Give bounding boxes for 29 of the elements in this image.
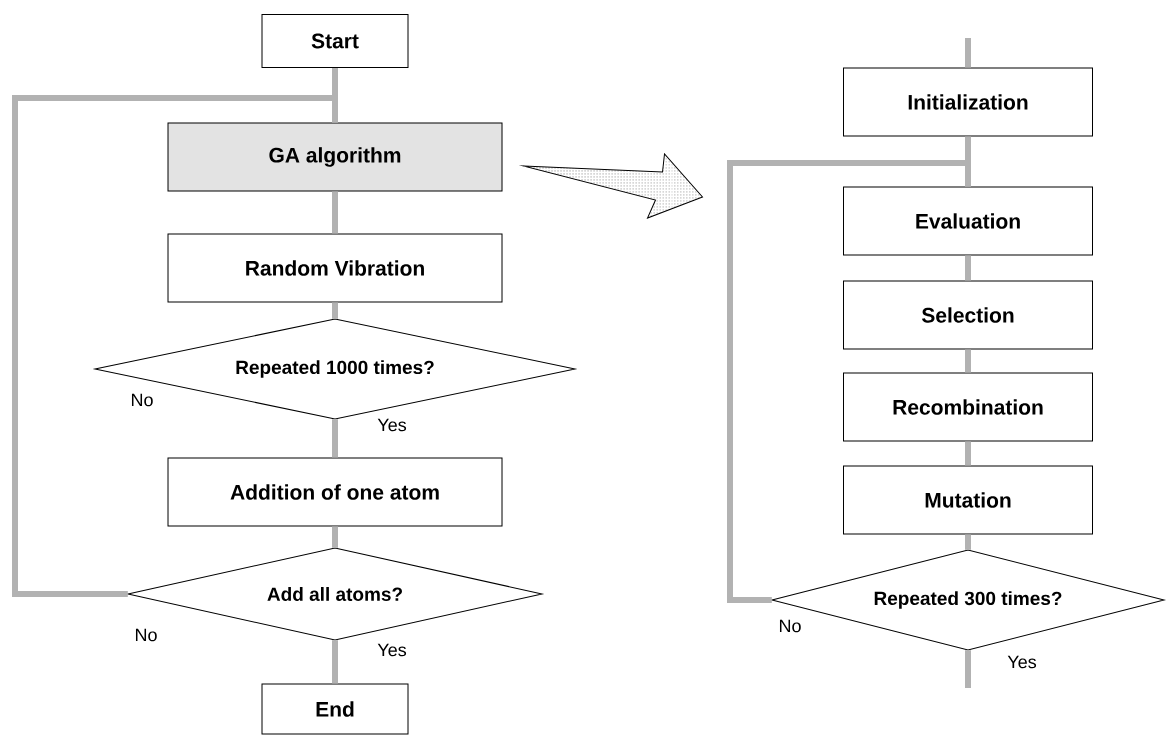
connector-line [12,95,338,597]
process-box: Mutation [843,465,1093,535]
process-box: Evaluation [843,186,1093,256]
edge-label: Yes [376,417,408,433]
connector-line [965,650,971,688]
branch-label: No [132,393,153,407]
edge-label: No [133,627,159,643]
connector-line [965,534,971,550]
connector-line [965,255,971,281]
connector-line [332,526,338,548]
process-box: Selection [843,280,1093,350]
edge-label: Yes [1006,654,1038,670]
process-box: GA algorithm [167,122,503,192]
connector-line [332,419,338,458]
process-box: Addition of one atom [167,457,503,527]
edge-label: No [777,618,803,634]
connector-line [332,302,338,319]
process-box: Start [261,14,409,68]
process-box: Initialization [843,67,1093,137]
process-box: Random Vibration [167,233,503,303]
connector-line [965,349,971,373]
edge-label: Yes [376,642,408,658]
connector-line [965,38,971,68]
connector-line [332,640,338,684]
connector-line [965,441,971,466]
connector-line [727,160,971,603]
process-box: End [261,683,409,735]
connector-line [332,191,338,234]
process-box: Recombination [843,372,1093,442]
